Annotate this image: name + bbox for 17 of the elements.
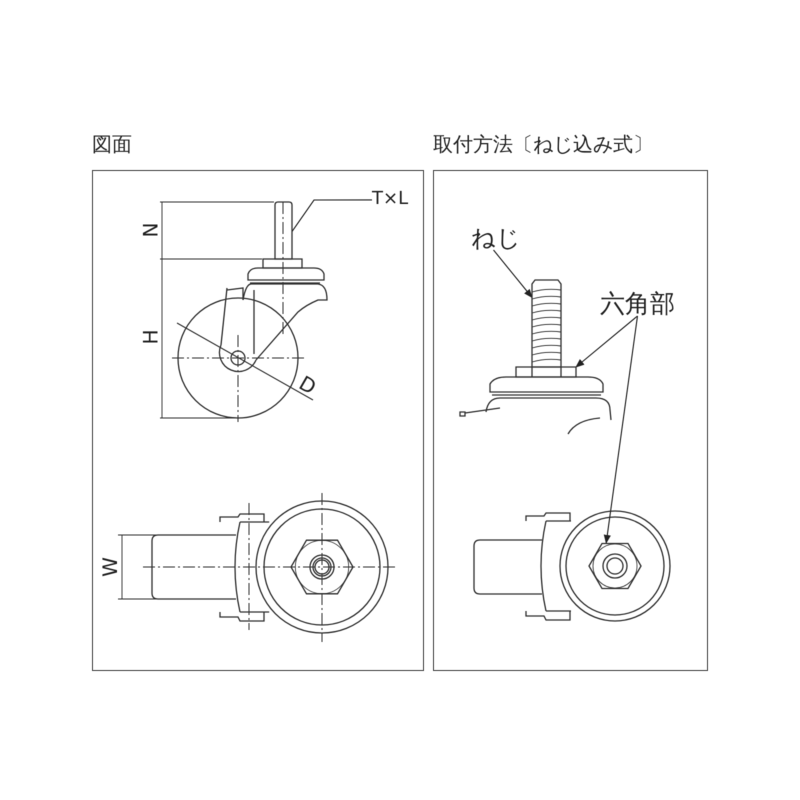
- threaded-screw: [532, 280, 561, 367]
- leader-line: [292, 199, 372, 232]
- hex-nut: [589, 543, 641, 589]
- leader-line: [575, 316, 638, 368]
- dimension-label: W: [100, 557, 120, 577]
- hex-nut: [516, 367, 576, 377]
- dimension-label: D: [296, 372, 319, 398]
- panel-heading: 図面: [92, 132, 132, 156]
- dimension-label: N: [140, 222, 160, 238]
- dimension-label: H: [140, 329, 160, 345]
- leader-line: [604, 316, 638, 544]
- threaded-stem: [275, 202, 292, 259]
- callout-label: 六角部: [600, 291, 675, 316]
- callout-label: ねじ: [471, 226, 521, 250]
- leader-line: [493, 250, 533, 298]
- callout-label: T×L: [372, 190, 408, 208]
- panel-heading: 取付方法〔ねじ込み式〕: [433, 132, 653, 156]
